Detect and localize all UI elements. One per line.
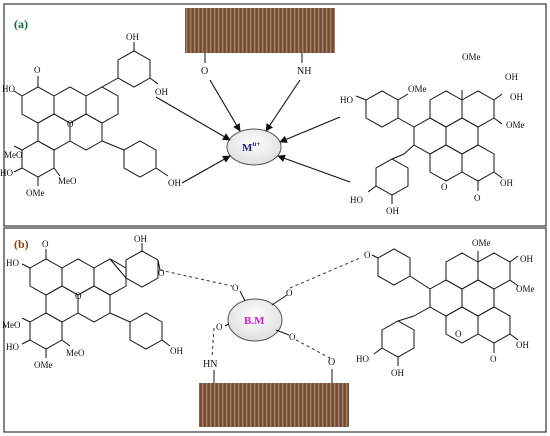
left-a-sub-5: MeO — [4, 150, 23, 160]
bm-oxygen-upper-left: O — [232, 283, 239, 293]
right-a-sub-8: OH — [386, 206, 399, 216]
right-a-sub-7: HO — [350, 195, 363, 205]
left-b-sub-2: O — [75, 291, 82, 301]
right-a-sub-5: OMe — [506, 120, 525, 130]
right-a-sub-3: OMe — [408, 84, 427, 94]
left-a-sub-1: O — [34, 65, 41, 75]
left-a-sub-3: OH — [126, 32, 139, 42]
left-a-sub-7: MeO — [58, 176, 77, 186]
left-a-sub-2: O — [67, 119, 74, 129]
right-b-sub-5: HO — [356, 354, 369, 364]
fabric-swatch-a — [185, 8, 335, 53]
left-a-sub-4: OH — [155, 87, 168, 97]
right-b-sub-1: OMe — [472, 238, 491, 248]
arrow-fabric-o — [209, 79, 241, 132]
left-a-sub-0: HO — [2, 84, 15, 94]
left-b-sub-1: O — [42, 239, 49, 249]
metal-ion-node — [226, 128, 282, 166]
right-dye-molecule-b — [371, 248, 519, 366]
left-b-sub-5: MeO — [2, 320, 21, 330]
left-b-sub-7: MeO — [66, 348, 85, 358]
arrow-fabric-nh — [265, 79, 301, 132]
left-b-sub-4: O — [158, 268, 165, 278]
left-b-sub-9: OH — [170, 346, 183, 356]
left-dye-labels-a: HO O O OH OH MeO HO MeO OMe OH — [0, 32, 181, 198]
right-dye-molecule-a — [355, 90, 503, 204]
right-a-sub-1: OH — [510, 92, 523, 102]
right-b-sub-4: O — [455, 329, 462, 339]
bm-node — [227, 298, 283, 342]
panel-a-label: (a) — [14, 17, 28, 31]
panel-b-border — [3, 227, 547, 433]
fabric-group-b-right: O — [328, 357, 335, 368]
right-a-sub-10: O — [474, 193, 481, 203]
left-b-sub-3: OH — [134, 234, 147, 244]
bm-oxygen-upper-right: O — [286, 288, 293, 298]
left-a-sub-6: HO — [0, 168, 13, 178]
left-dye-molecule-a — [13, 42, 169, 186]
bm-oxygen-lower-right: O — [289, 332, 296, 342]
arrow-left-upper — [155, 96, 231, 141]
right-dye-labels-b: O OMe OH OMe O HO OH OH O — [356, 238, 535, 378]
right-a-sub-4: OH — [505, 72, 518, 82]
left-b-sub-0: HO — [6, 258, 19, 268]
right-a-sub-0: OMe — [462, 52, 481, 62]
bm-bonds — [224, 290, 290, 336]
bm-label: B.M — [244, 315, 265, 327]
right-a-sub-2: HO — [340, 95, 353, 105]
arrow-right-lower — [277, 154, 351, 183]
panel-a: (a) O NH Mn+ — [0, 3, 547, 227]
fabric-swatch-b — [199, 383, 349, 427]
fabric-group-a-right: NH — [297, 66, 311, 77]
panel-a-border — [3, 3, 547, 227]
right-b-sub-8: O — [490, 354, 497, 364]
right-b-sub-2: OH — [520, 254, 533, 264]
bm-oxygen-lower-left: O — [216, 322, 223, 332]
left-b-sub-6: HO — [6, 342, 19, 352]
coordination-dashes — [159, 257, 361, 359]
right-a-sub-9: OH — [500, 178, 513, 188]
left-b-sub-8: OMe — [34, 360, 53, 370]
right-b-sub-6: OH — [391, 368, 404, 378]
right-a-sub-6: O — [441, 182, 448, 192]
right-b-sub-3: OMe — [516, 284, 535, 294]
fabric-group-a-left: O — [201, 66, 208, 77]
left-dye-molecule-b — [21, 243, 171, 358]
panel-b-label: (b) — [14, 237, 29, 251]
arrow-right-upper — [279, 116, 341, 143]
metal-ion-label: Mn+ — [242, 140, 260, 154]
fabric-group-b-left: HN — [203, 359, 217, 370]
right-b-sub-0: O — [364, 250, 371, 260]
left-a-sub-8: OMe — [26, 188, 45, 198]
panel-b: (b) B.M O O O O HN O — [2, 227, 547, 433]
arrow-left-lower — [181, 155, 231, 184]
left-a-sub-9: OH — [168, 178, 181, 188]
right-dye-labels-a: OMe OH HO OMe OH OMe O HO OH OH O — [340, 52, 525, 216]
left-dye-labels-b: HO O O OH O MeO HO MeO OMe OH — [2, 234, 183, 370]
right-b-sub-7: OH — [516, 340, 529, 350]
